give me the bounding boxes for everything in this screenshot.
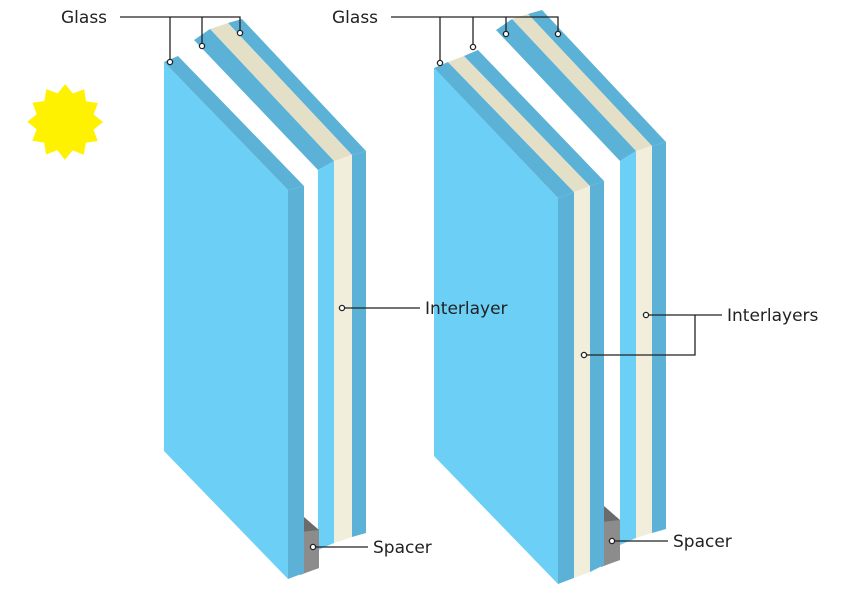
- right-glass-marker-3: [502, 30, 510, 38]
- right-front-glass-face: [434, 68, 558, 584]
- sun-icon: [27, 84, 103, 160]
- right-glass-marker-1: [436, 59, 444, 67]
- right-front-glass-top: [434, 62, 574, 198]
- left-back-glass-outer-top: [228, 19, 366, 155]
- right-interlayers-label: Interlayers: [727, 306, 819, 326]
- right-interlayers-leader: [584, 314, 722, 356]
- left-back-glass-inner: [318, 161, 334, 550]
- left-glass-label: Glass: [61, 8, 107, 28]
- right-glass-marker-4: [554, 30, 562, 38]
- right-interlayer-marker-1: [642, 311, 650, 319]
- right-back-glass-inner: [620, 151, 636, 545]
- left-interlayer: [334, 155, 352, 543]
- right-front-glass-outer-top: [464, 50, 604, 186]
- right-front-glass-outer-edge: [590, 181, 604, 572]
- right-back-glass-outer-top: [528, 10, 666, 146]
- left-interlayer-top: [210, 23, 352, 161]
- left-glass-marker-1: [166, 58, 174, 66]
- right-glass-leader: [391, 16, 559, 63]
- left-glass-marker-2: [198, 42, 206, 50]
- left-spacer-marker: [309, 543, 317, 551]
- right-back-glass-outer: [652, 142, 666, 533]
- left-front-glass-edge: [288, 186, 304, 579]
- left-spacer-label: Spacer: [373, 538, 432, 558]
- left-back-glass-outer: [352, 151, 366, 537]
- right-interlayer-marker-2: [580, 351, 588, 359]
- right-glass-marker-2: [469, 43, 477, 51]
- right-front-interlayer: [574, 186, 590, 578]
- left-front-glass-face: [164, 62, 288, 579]
- left-glass-leader: [120, 16, 241, 62]
- right-spacer-label: Spacer: [673, 532, 732, 552]
- left-interlayer-marker: [338, 304, 346, 312]
- right-front-interlayer-top: [448, 56, 590, 192]
- left-glass-marker-3: [236, 29, 244, 37]
- right-glass-label: Glass: [332, 8, 378, 28]
- left-back-glass-inner-top: [194, 29, 334, 170]
- left-front-glass-top: [164, 56, 304, 190]
- right-back-glass-inner-top: [496, 19, 636, 161]
- right-front-glass-edge: [558, 192, 574, 584]
- right-spacer-marker: [608, 537, 616, 545]
- left-spacer-side: [300, 530, 319, 575]
- right-back-interlayer: [636, 146, 652, 538]
- right-back-interlayer-top: [512, 14, 652, 151]
- left-interlayer-label: Interlayer: [425, 299, 508, 319]
- right-glass-unit: [434, 10, 666, 584]
- left-glass-unit: [164, 19, 366, 579]
